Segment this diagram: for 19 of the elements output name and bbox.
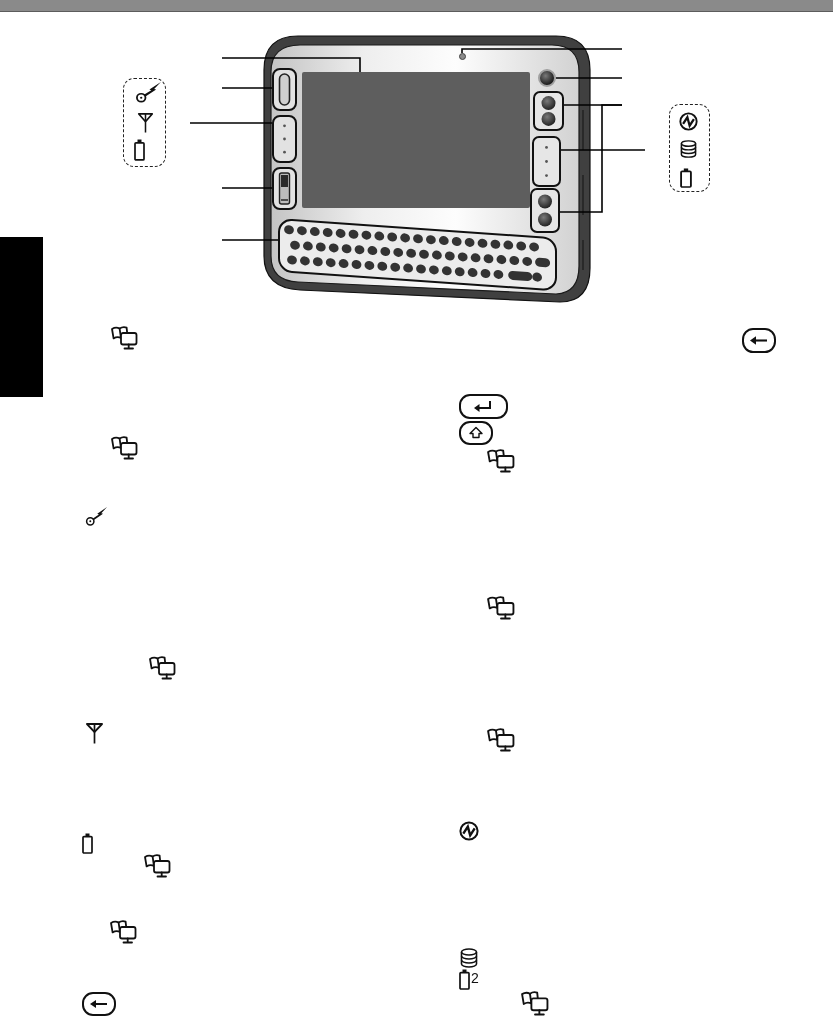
battery-number: 2 bbox=[471, 970, 479, 986]
leader-line bbox=[221, 187, 273, 189]
leader-line bbox=[221, 239, 279, 241]
leader-line bbox=[559, 104, 623, 213]
indicator-panel bbox=[272, 115, 297, 163]
leader-line bbox=[221, 87, 273, 89]
leader-line bbox=[560, 149, 646, 151]
leader-line bbox=[221, 57, 361, 73]
section-tab bbox=[0, 237, 43, 397]
display-screen bbox=[302, 72, 530, 208]
switch-panel bbox=[272, 167, 297, 210]
indicator-panel bbox=[532, 136, 561, 187]
pinhole bbox=[459, 53, 466, 60]
leader-line bbox=[189, 122, 273, 124]
button-panel bbox=[533, 91, 564, 131]
button-panel bbox=[530, 188, 560, 233]
leader-line bbox=[555, 77, 623, 79]
button-panel bbox=[272, 68, 297, 111]
leader-line bbox=[461, 48, 623, 54]
